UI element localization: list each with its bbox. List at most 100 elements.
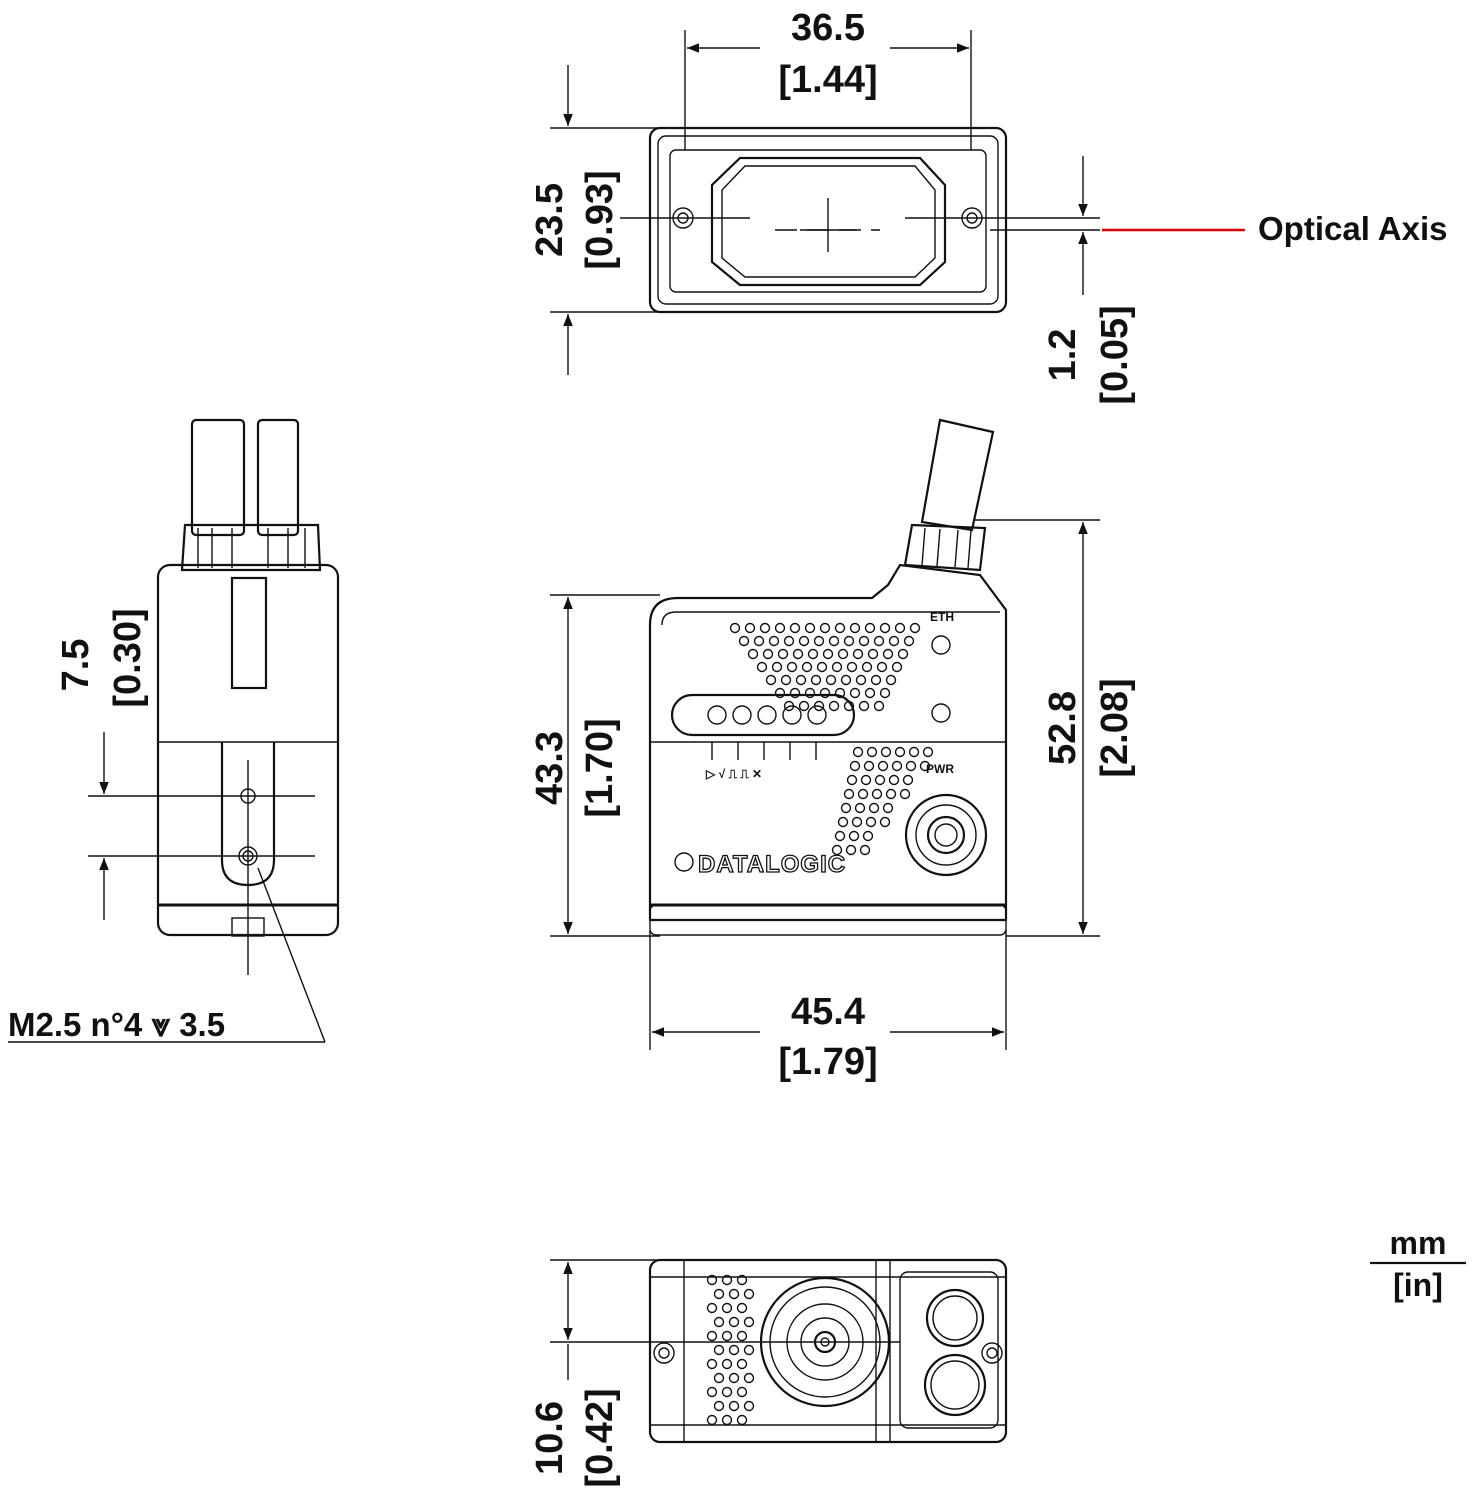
top-height-in: [0.93] (579, 170, 621, 269)
vent-hole (822, 648, 834, 660)
vent-hole (843, 700, 855, 712)
vent-hole (882, 648, 894, 660)
vent-hole (885, 788, 897, 800)
thread-spec-label: M2.5 n°4 ⩔ 3.5 (8, 1006, 225, 1043)
vent-hole (713, 1372, 725, 1384)
top-width-mm: 36.5 (791, 7, 865, 49)
vent-hole (736, 1274, 748, 1286)
vent-hole (828, 635, 840, 647)
dim-bottom-offset: 10.6 [0.42] (529, 1259, 660, 1488)
vent-hole (843, 788, 855, 800)
vent-hole (903, 635, 915, 647)
vent-hole (789, 622, 801, 634)
vent-hole (798, 700, 810, 712)
vent-hole (759, 622, 771, 634)
vent-hole (871, 788, 883, 800)
dim-optical-offset: 1.2 [0.05] (1042, 156, 1136, 405)
bottom-offset-in: [0.42] (579, 1388, 621, 1487)
vent-hole (777, 648, 789, 660)
dim-top-height: 23.5 [0.93] (529, 65, 660, 375)
vent-hole (743, 1288, 755, 1300)
vent-hole (840, 674, 852, 686)
vent-hole (713, 1288, 725, 1300)
vent-hole (864, 687, 876, 699)
svg-text:▷ √ ⎍ ⎍ ✕: ▷ √ ⎍ ⎍ ✕ (705, 767, 762, 781)
vent-hole (837, 816, 849, 828)
vent-hole (804, 687, 816, 699)
vent-hole (902, 774, 914, 786)
front-width-in: [1.79] (778, 1041, 877, 1083)
vent-hole (837, 648, 849, 660)
vent-hole (891, 760, 903, 772)
vent-hole (736, 1414, 748, 1426)
eth-label: ETH (930, 610, 954, 624)
vent-hole (706, 1358, 718, 1370)
vent-hole (876, 661, 888, 673)
hole-spacing-mm: 7.5 (55, 639, 97, 692)
top-width-in: [1.44] (778, 59, 877, 101)
vent-hole (888, 774, 900, 786)
vent-hole (819, 687, 831, 699)
dim-hole-spacing: 7.5 [0.30] (55, 608, 149, 920)
overall-height-in: [2.08] (1094, 678, 1136, 777)
vent-hole (834, 687, 846, 699)
vent-hole (909, 622, 921, 634)
optical-offset-in: [0.05] (1094, 305, 1136, 404)
vent-hole (743, 1372, 755, 1384)
vent-hole (877, 760, 889, 772)
vent-hole (873, 635, 885, 647)
vent-hole (736, 1302, 748, 1314)
vent-hole (795, 674, 807, 686)
vent-hole (894, 622, 906, 634)
vent-hole (846, 774, 858, 786)
vent-hole (879, 622, 891, 634)
vent-hole (859, 844, 871, 856)
unit-mm: mm (1390, 1225, 1447, 1261)
vent-hole (713, 1344, 725, 1356)
vent-hole (743, 1400, 755, 1412)
vent-hole (706, 1302, 718, 1314)
vent-hole (849, 687, 861, 699)
vent-hole (771, 661, 783, 673)
vent-hole (863, 760, 875, 772)
vent-hole (882, 802, 894, 814)
vent-hole (786, 661, 798, 673)
vent-hole (849, 622, 861, 634)
vent-hole (919, 760, 931, 772)
vent-hole (774, 622, 786, 634)
pwr-label: PWR (926, 762, 954, 776)
vent-hole (831, 844, 843, 856)
brand-logo: DATALOGIC (698, 851, 846, 878)
vent-hole (783, 700, 795, 712)
vent-hole (885, 674, 897, 686)
vent-hole (891, 661, 903, 673)
vent-hole (854, 802, 866, 814)
vent-hole (840, 802, 852, 814)
vent-hole (721, 1302, 733, 1314)
vent-hole (774, 687, 786, 699)
vent-hole (897, 648, 909, 660)
vent-hole (801, 661, 813, 673)
vent-hole (816, 661, 828, 673)
vent-hole (834, 622, 846, 634)
dim-overall-height: 52.8 [2.08] (975, 519, 1136, 937)
vent-hole (848, 830, 860, 842)
front-height-in: [1.70] (579, 718, 621, 817)
vent-hole (789, 687, 801, 699)
vent-hole (868, 802, 880, 814)
vent-hole (858, 700, 870, 712)
optical-axis-callout: Optical Axis (1102, 210, 1448, 247)
bottom-vent-holes (706, 1274, 755, 1426)
vent-hole (765, 674, 777, 686)
vent-hole (706, 1386, 718, 1398)
vent-hole (857, 788, 869, 800)
vent-hole (908, 746, 920, 758)
front-height-mm: 43.3 (529, 731, 571, 805)
vent-hole (874, 774, 886, 786)
vent-hole (899, 788, 911, 800)
vent-hole (747, 648, 759, 660)
front-width-mm: 45.4 (791, 991, 865, 1033)
vent-hole (852, 648, 864, 660)
vent-hole (858, 635, 870, 647)
